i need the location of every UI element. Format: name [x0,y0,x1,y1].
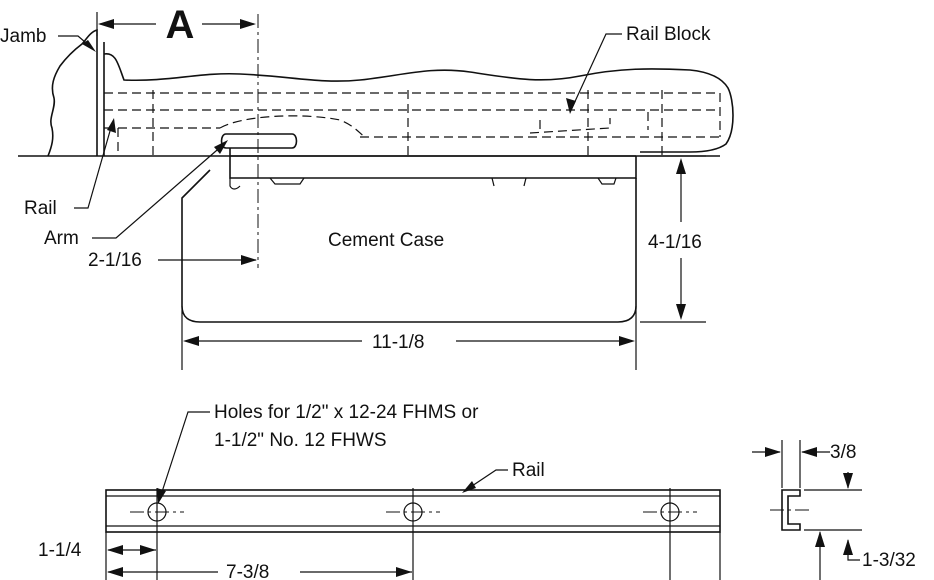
arm-shape [220,133,298,149]
label-11-1-8: 11-1/8 [372,332,424,353]
rail-callout-bottom: Rail [462,460,545,493]
label-arm: Arm [44,228,79,249]
label-4-1-16: 4-1/16 [648,232,702,253]
label-3-8: 3/8 [830,442,856,463]
label-rail-top: Rail [24,198,57,219]
label-1-1-4: 1-1/4 [38,540,82,561]
rail-block-outline [103,53,734,153]
jamb-callout: Jamb [0,26,96,52]
dimension-1-3-32: 1-3/32 [804,472,916,580]
dimension-2-1-16: 2-1/16 [88,250,257,271]
dimension-1-1-4: 1-1/4 [38,532,156,580]
case-notch-2 [523,177,527,187]
dimension-a: A [96,3,256,47]
case-detail [229,178,241,190]
dimension-4-1-16: 4-1/16 [640,155,706,323]
holes-callout: Holes for 1/2" x 12-24 FHMS or 1-1/2" No… [157,402,479,504]
rail-channel-section [781,489,801,531]
dimension-11-1-8: 11-1/8 [181,306,637,370]
rail-section-view: 3/8 1-3/32 [752,440,916,580]
rail-callout-top: Rail [24,118,116,219]
jamb-section [47,28,98,157]
label-holes-line1: Holes for 1/2" x 12-24 FHMS or [214,402,479,423]
label-jamb: Jamb [0,26,46,47]
rail-plan-view: Holes for 1/2" x 12-24 FHMS or 1-1/2" No… [38,402,721,580]
case-foot-left [269,177,305,185]
label-holes-line2: 1-1/2" No. 12 FHWS [214,430,387,451]
label-7-3-8: 7-3/8 [226,562,269,580]
label-rail-block: Rail Block [626,24,711,45]
case-notch-1 [491,177,495,187]
rail-block-callout: Rail Block [566,24,711,114]
arm-callout: Arm [44,140,228,249]
label-a: A [166,3,195,47]
label-2-1-16: 2-1/16 [88,250,142,271]
dimension-7-3-8: 7-3/8 [107,562,412,580]
dimension-3-8: 3/8 [752,440,856,488]
case-foot-right [597,177,617,185]
label-cement-case: Cement Case [328,230,444,251]
arm-pivot [229,148,637,179]
label-1-3-32: 1-3/32 [862,550,916,571]
rail-holes [130,488,697,580]
label-rail-bottom: Rail [512,460,545,481]
elevation-view: A Jamb Rail Block Rail Arm Cement Case [0,3,734,370]
rail-block-hidden-lines [104,90,721,156]
